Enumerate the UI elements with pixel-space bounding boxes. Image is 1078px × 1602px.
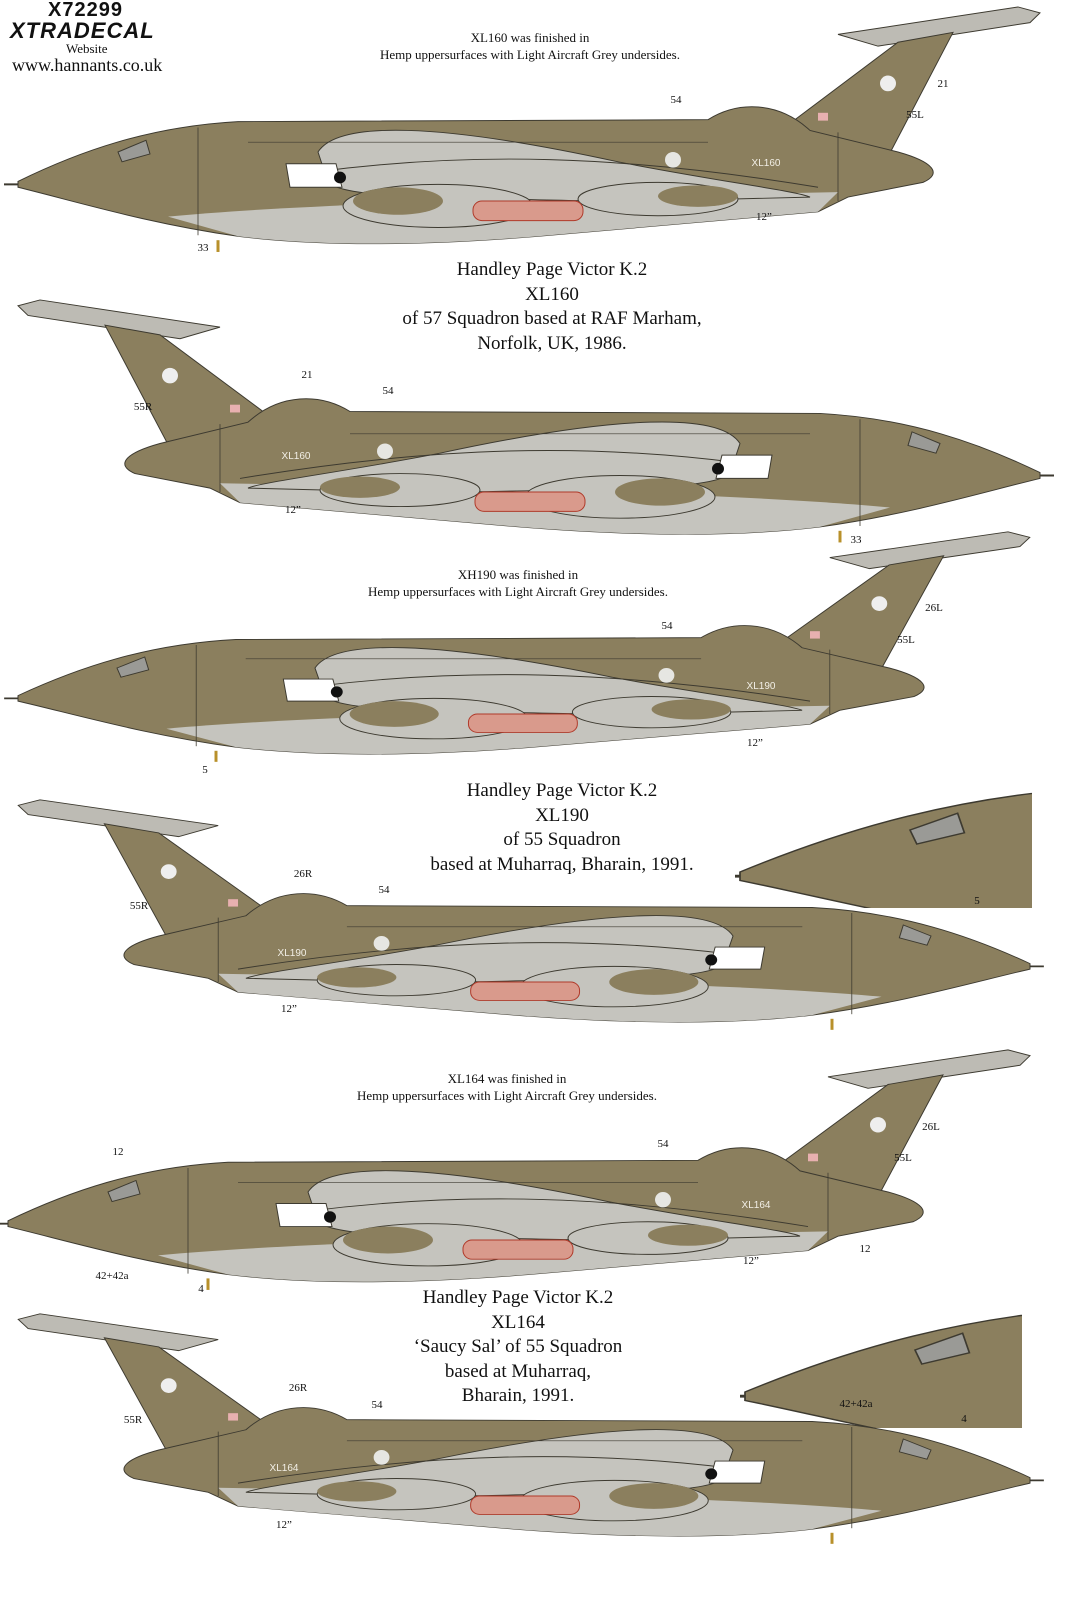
serial-marking: XL160 — [281, 451, 311, 462]
website-label: Website — [66, 41, 108, 56]
decal-callout: 5 — [974, 895, 980, 907]
serial-marking: XL190 — [746, 681, 776, 692]
decal-callout: 12 — [112, 1146, 124, 1158]
decal-callout: 26R — [293, 868, 313, 880]
decal-callout: 55L — [897, 634, 915, 646]
serial-marking: XL160 — [751, 158, 781, 169]
decal-callout: 12 — [859, 1243, 871, 1255]
decal-callout: 54 — [382, 385, 394, 397]
brand-name: XTRADECAL — [10, 18, 155, 43]
decal-callout: 26R — [288, 1382, 308, 1394]
decal-callout: 54 — [670, 94, 682, 106]
decal-callout: 12” — [756, 211, 772, 223]
decal-callout: 55L — [894, 1152, 912, 1164]
decal-callout: 12” — [743, 1255, 759, 1267]
website-url[interactable]: www.hannants.co.uk — [12, 55, 163, 75]
decal-callout: 12” — [747, 737, 763, 749]
decal-callout: 26L — [922, 1121, 940, 1133]
decal-callout: 12” — [276, 1519, 292, 1531]
decal-callout: 55R — [133, 401, 153, 413]
decal-callout: 21 — [937, 78, 949, 90]
decal-callout: 12” — [281, 1003, 297, 1015]
decal-callout: 4 — [198, 1283, 204, 1295]
serial-marking: XL164 — [741, 1200, 771, 1211]
decal-callout: 54 — [661, 620, 673, 632]
decal-callout: 55R — [123, 1414, 143, 1426]
decal-callout: 55L — [906, 109, 924, 121]
decal-callout: 54 — [371, 1399, 383, 1411]
serial-marking: XL190 — [277, 948, 307, 959]
decal-callout: 42+42a — [95, 1270, 129, 1282]
decal-callout: 5 — [202, 764, 208, 776]
decal-callout: 4 — [961, 1413, 967, 1425]
product-code: X72299 — [48, 0, 123, 21]
decal-callout: 33 — [850, 534, 862, 546]
decal-callout: 12” — [285, 504, 301, 516]
decal-callout: 55R — [129, 900, 149, 912]
decal-callout: 54 — [378, 884, 390, 896]
decal-callout: 33 — [197, 242, 209, 254]
decal-callout: 54 — [657, 1138, 669, 1150]
decal-callout: 26L — [925, 602, 943, 614]
decal-callout: 21 — [301, 369, 313, 381]
serial-marking: XL164 — [269, 1463, 299, 1474]
decal-callout: 42+42a — [839, 1398, 873, 1410]
